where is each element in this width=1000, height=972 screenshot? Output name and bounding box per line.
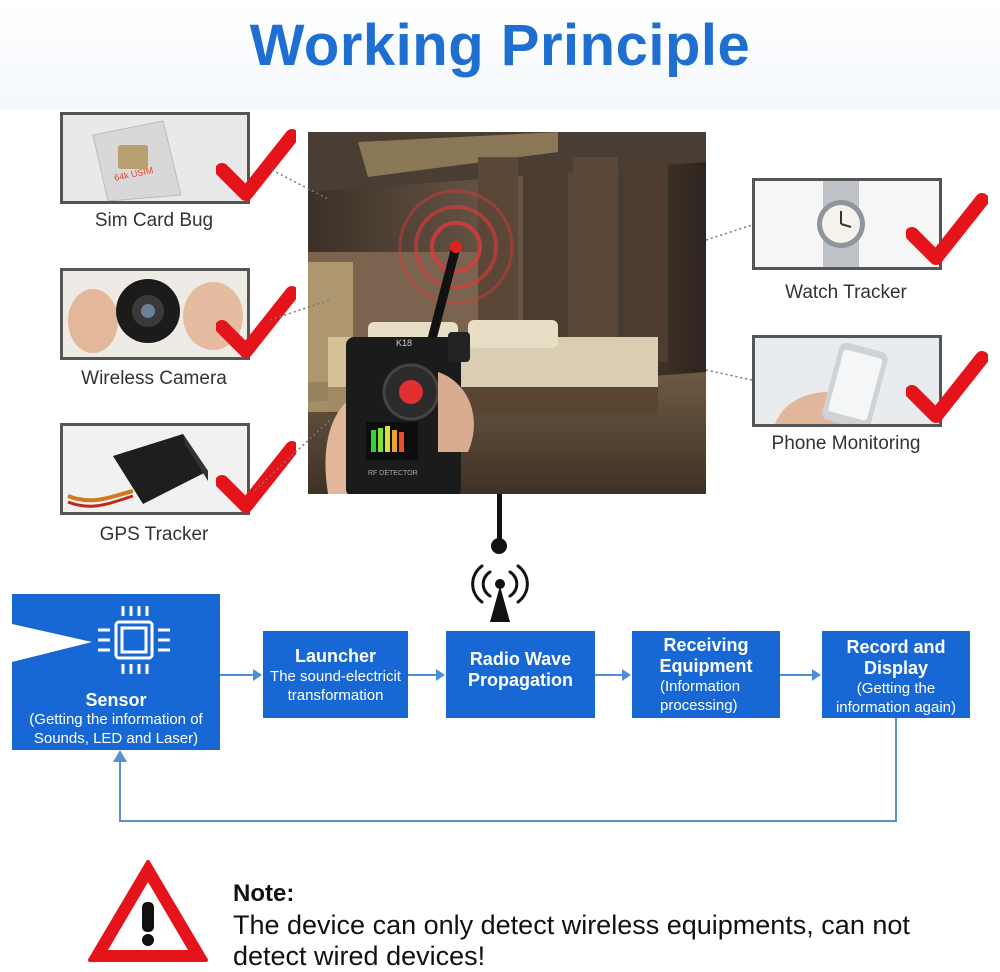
flow-arrow [220, 669, 262, 681]
caption-sim-card: Sim Card Bug [94, 210, 214, 231]
check-icon [216, 286, 296, 358]
sim-card-thumb: 64k USIM [60, 112, 250, 204]
receiving-heading: Receiving Equipment [659, 635, 753, 676]
record-sub: (Getting the information again) [835, 680, 957, 716]
launcher-box: Launcher The sound-electricit transforma… [263, 631, 408, 718]
caption-wireless-camera: Wireless Camera [81, 368, 227, 389]
wireless-camera-thumb [60, 268, 250, 360]
gps-tracker-icon [63, 426, 247, 512]
watch-icon [755, 181, 939, 267]
sensor-box: Sensor (Getting the information of Sound… [12, 594, 220, 750]
gps-tracker-thumb [60, 423, 250, 515]
title-band [0, 0, 1000, 110]
check-icon [216, 441, 296, 513]
radio-wave-heading: Radio Wave Propagation [467, 649, 573, 690]
receiving-sub: (Information processing) [660, 678, 741, 714]
room-scene: K18 RF DETECTOR [308, 132, 706, 494]
note-heading: Note: [233, 880, 295, 907]
note-body: The device can only detect wireless equi… [233, 910, 910, 971]
feedback-line [119, 820, 897, 822]
feedback-line [895, 718, 897, 822]
chip-icon [98, 606, 170, 674]
page-title: Working Principle [249, 13, 751, 78]
connector-lines [254, 169, 753, 491]
sensor-pointer [12, 624, 92, 662]
watch-tracker-thumb [752, 178, 942, 270]
caption-gps-tracker: GPS Tracker [99, 524, 209, 545]
device-panel-text: RF DETECTOR [368, 470, 418, 477]
sim-card-icon: 64k USIM [63, 115, 247, 201]
device-model-text: K18 [396, 338, 412, 348]
antenna-dot [491, 538, 507, 554]
flow-arrow [408, 669, 445, 681]
warning-icon [88, 860, 208, 962]
record-heading: Record and Display [846, 637, 946, 678]
flow-arrow [780, 669, 821, 681]
check-icon [906, 351, 988, 423]
check-icon [906, 193, 988, 265]
phone-monitoring-thumb [752, 335, 942, 427]
feedback-arrowhead [113, 750, 127, 762]
radio-wave-box: Radio Wave Propagation [446, 631, 595, 718]
sensor-heading: Sensor [85, 690, 147, 710]
camera-icon [63, 271, 247, 357]
flow-arrow [595, 669, 631, 681]
sensor-sub: (Getting the information of Sounds, LED … [29, 711, 203, 747]
check-icon [216, 129, 296, 201]
caption-phone-monitoring: Phone Monitoring [771, 433, 921, 454]
record-box: Record and Display (Getting the informat… [822, 631, 970, 718]
phone-icon [755, 338, 939, 424]
launcher-sub: The sound-electricit transformation [270, 668, 401, 704]
launcher-heading: Launcher [294, 646, 377, 666]
room-photo: K18 RF DETECTOR [308, 132, 706, 494]
radio-signal-icon [471, 564, 529, 622]
feedback-line [119, 758, 121, 822]
receiving-box: Receiving Equipment (Information process… [632, 631, 780, 718]
caption-watch-tracker: Watch Tracker [785, 282, 907, 303]
antenna-stem [497, 494, 502, 546]
